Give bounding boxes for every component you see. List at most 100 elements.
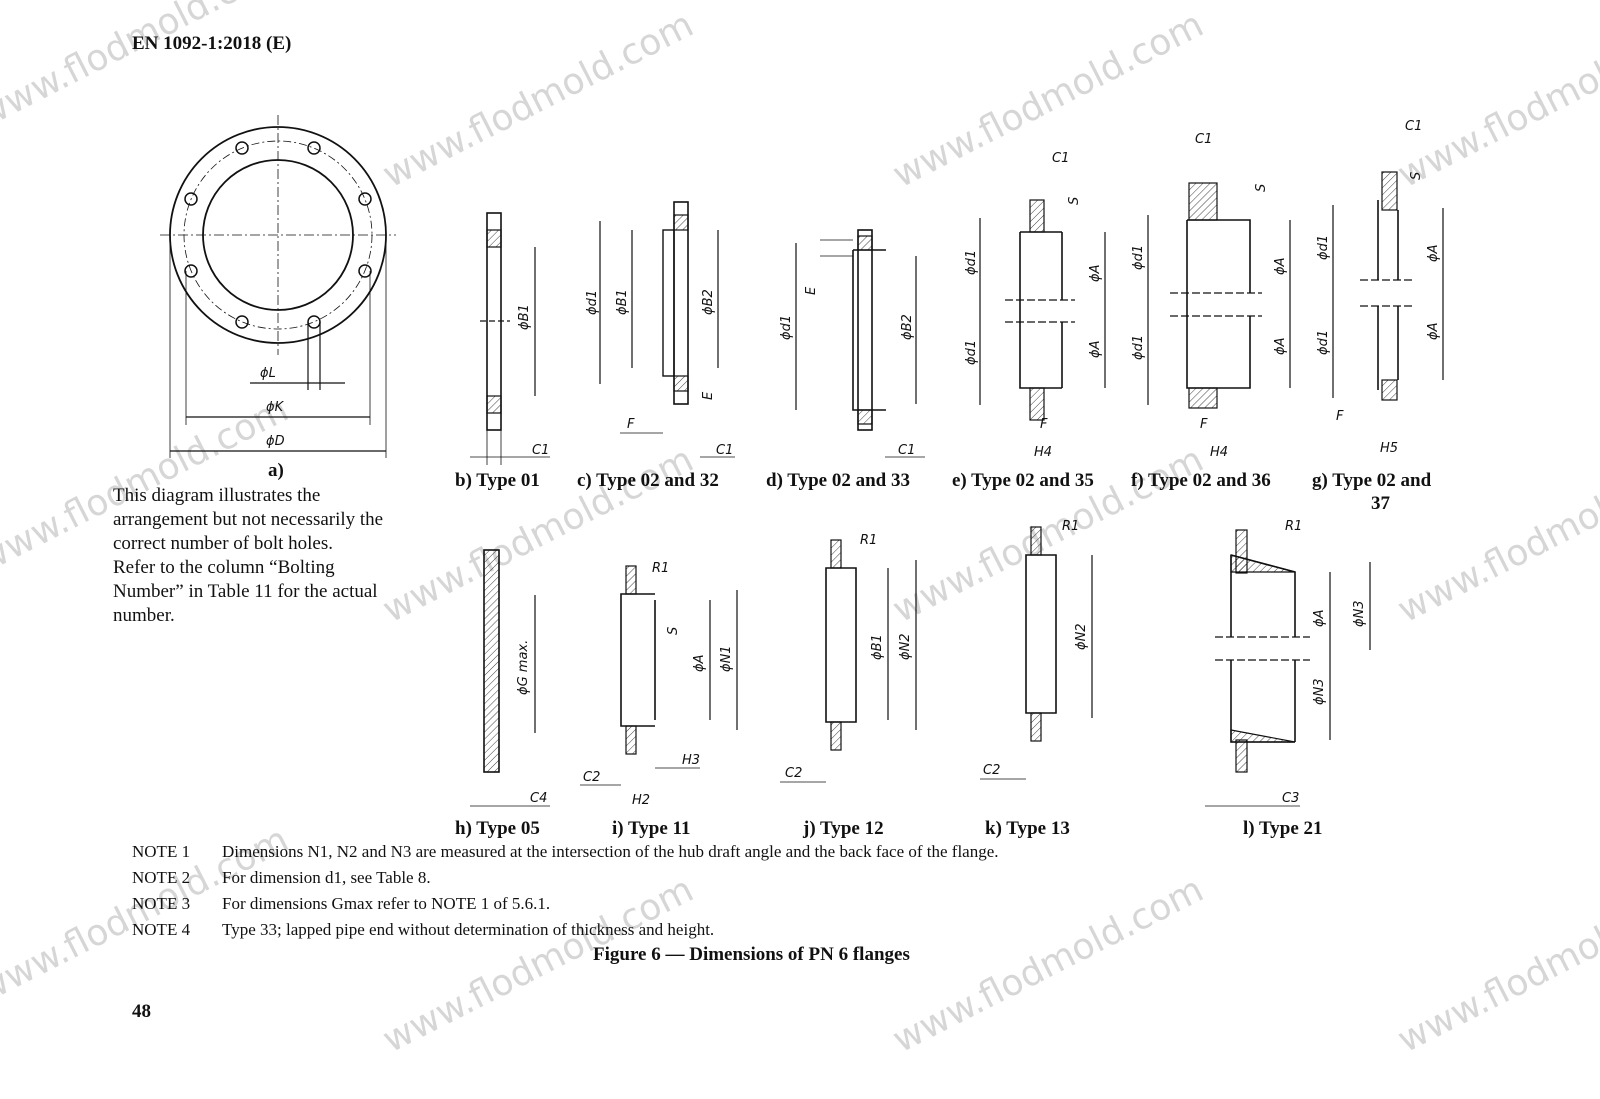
dim-label-N2: ϕN2 bbox=[1074, 623, 1089, 650]
dim-label-D: ϕD bbox=[266, 434, 285, 449]
caption-f: f) Type 02 and 36 bbox=[1131, 470, 1271, 491]
note-text: For dimensions Gmax refer to NOTE 1 of 5… bbox=[222, 894, 551, 913]
dim-label-d1: ϕd1 bbox=[1316, 235, 1331, 260]
dim-label-d1: ϕd1 bbox=[779, 315, 794, 340]
dim-label-C4: C4 bbox=[530, 791, 547, 806]
dim-label-d1: ϕd1 bbox=[1131, 245, 1146, 270]
bolt-hole-note: This diagram illustrates the arrangement… bbox=[113, 484, 443, 628]
dim-label-C1: C1 bbox=[1405, 119, 1422, 134]
dim-label-A: ϕA bbox=[1088, 341, 1103, 358]
dim-label-A: ϕA bbox=[1426, 323, 1441, 340]
dim-label-H4: H4 bbox=[1210, 445, 1228, 460]
dim-label-R1: R1 bbox=[1285, 519, 1302, 534]
note-line: Number” in Table 11 for the actual bbox=[113, 581, 378, 602]
caption-a: a) bbox=[268, 460, 284, 481]
dim-label-F: F bbox=[1336, 409, 1344, 424]
dim-label-A: ϕA bbox=[1273, 258, 1288, 275]
note-label: NOTE 1 bbox=[132, 842, 191, 861]
dim-label-N2: ϕN2 bbox=[898, 633, 913, 660]
dim-label-S: S bbox=[1067, 197, 1082, 205]
dim-label-C1: C1 bbox=[532, 443, 549, 458]
dim-label-N3: ϕN3 bbox=[1352, 600, 1367, 627]
dim-label-N1: ϕN1 bbox=[719, 645, 734, 672]
drawing-type-11: ϕA ϕN1 S R1 H3 C2 H2 bbox=[580, 561, 738, 808]
dim-label-C1: C1 bbox=[898, 443, 915, 458]
note-label: NOTE 3 bbox=[132, 894, 191, 913]
dim-label-H2: H2 bbox=[632, 793, 650, 808]
dim-label-F: F bbox=[1200, 417, 1208, 432]
dim-label-F: F bbox=[1040, 417, 1048, 432]
dim-label-B1: ϕB1 bbox=[870, 634, 885, 660]
dim-label-d1: ϕd1 bbox=[1316, 330, 1331, 355]
caption-e: e) Type 02 and 35 bbox=[952, 470, 1094, 491]
dim-label-H4: H4 bbox=[1034, 445, 1052, 460]
dim-label-B1: ϕB1 bbox=[517, 304, 532, 330]
drawing-type-13: ϕN2 R1 C2 bbox=[980, 519, 1093, 780]
note-text: Dimensions N1, N2 and N3 are measured at… bbox=[222, 842, 999, 861]
dim-label-C1: C1 bbox=[1195, 132, 1212, 147]
dim-label-d1: ϕd1 bbox=[585, 290, 600, 315]
caption-l: l) Type 21 bbox=[1243, 818, 1323, 839]
note-1: NOTE 1 Dimensions N1, N2 and N3 are measu… bbox=[132, 842, 999, 862]
dim-label-C1: C1 bbox=[716, 443, 733, 458]
dim-label-d1: ϕd1 bbox=[964, 250, 979, 275]
caption-j: j) Type 12 bbox=[803, 818, 884, 839]
note-label: NOTE 4 bbox=[132, 920, 191, 939]
drawing-type-02-35: ϕd1 ϕd1 ϕA ϕA C1 S F H4 bbox=[964, 151, 1106, 460]
note-label: NOTE 2 bbox=[132, 868, 191, 887]
caption-g-line2: 37 bbox=[1371, 493, 1390, 514]
note-line: number. bbox=[113, 605, 175, 626]
dim-label-d1: ϕd1 bbox=[1131, 335, 1146, 360]
drawing-type-02-33: ϕd1 ϕB2 E C1 bbox=[779, 229, 925, 458]
note-4: NOTE 4 Type 33; lapped pipe end without d… bbox=[132, 920, 714, 940]
dim-label-S: S bbox=[1409, 172, 1424, 180]
caption-b: b) Type 01 bbox=[455, 470, 540, 491]
document-header: EN 1092-1:2018 (E) bbox=[132, 33, 292, 54]
dim-label-H5: H5 bbox=[1380, 441, 1398, 456]
dim-label-C2: C2 bbox=[785, 766, 802, 781]
dim-label-S: S bbox=[1254, 184, 1269, 192]
dim-label-C3: C3 bbox=[1282, 791, 1299, 806]
dim-label-C1: C1 bbox=[1052, 151, 1069, 166]
drawing-type-05: ϕG max. C4 bbox=[470, 549, 550, 807]
drawing-type-02-37: ϕd1 ϕd1 ϕA ϕA C1 S F H5 bbox=[1316, 119, 1444, 456]
caption-c: c) Type 02 and 32 bbox=[577, 470, 719, 491]
page-number: 48 bbox=[132, 1001, 151, 1022]
dim-label-K: ϕK bbox=[266, 400, 285, 415]
flange-plan-view: ϕL ϕK ϕD bbox=[160, 115, 396, 458]
dim-label-S: S bbox=[666, 627, 681, 635]
dim-label-d1: ϕd1 bbox=[964, 340, 979, 365]
dim-label-C2: C2 bbox=[983, 763, 1000, 778]
dim-label-R1: R1 bbox=[652, 561, 669, 576]
caption-d: d) Type 02 and 33 bbox=[766, 470, 910, 491]
note-3: NOTE 3 For dimensions Gmax refer to NOTE … bbox=[132, 894, 550, 914]
caption-k: k) Type 13 bbox=[985, 818, 1070, 839]
drawing-type-02-36: ϕd1 ϕd1 ϕA ϕA C1 S F H4 bbox=[1131, 132, 1291, 460]
figure-title: Figure 6 — Dimensions of PN 6 flanges bbox=[593, 944, 910, 965]
note-line: correct number of bolt holes. bbox=[113, 533, 334, 554]
note-line: This diagram illustrates the bbox=[113, 485, 321, 506]
dim-label-F: F bbox=[627, 417, 635, 432]
dim-label-C2: C2 bbox=[583, 770, 600, 785]
dim-label-B1: ϕB1 bbox=[615, 289, 630, 315]
dim-label-A: ϕA bbox=[1312, 610, 1327, 627]
drawing-type-01: ϕB1 C1 bbox=[470, 212, 550, 465]
dim-label-R1: R1 bbox=[860, 533, 877, 548]
dim-label-A: ϕA bbox=[1273, 338, 1288, 355]
dim-label-A: ϕA bbox=[692, 655, 707, 672]
drawing-type-12: ϕB1 ϕN2 R1 C2 bbox=[780, 533, 917, 783]
note-text: Type 33; lapped pipe end without determi… bbox=[222, 920, 715, 939]
note-line: arrangement but not necessarily the bbox=[113, 509, 384, 530]
dim-label-A: ϕA bbox=[1088, 265, 1103, 282]
dim-label-B2: ϕB2 bbox=[701, 289, 716, 315]
dim-label-E: E bbox=[804, 286, 819, 295]
dim-label-G: ϕG max. bbox=[516, 640, 531, 695]
caption-i: i) Type 11 bbox=[612, 818, 691, 839]
dim-label-E: E bbox=[701, 391, 716, 400]
caption-g: g) Type 02 and bbox=[1312, 470, 1432, 491]
note-line: Refer to the column “Bolting bbox=[113, 557, 335, 578]
dim-label-B2: ϕB2 bbox=[900, 314, 915, 340]
dim-label-L: ϕL bbox=[260, 366, 276, 381]
